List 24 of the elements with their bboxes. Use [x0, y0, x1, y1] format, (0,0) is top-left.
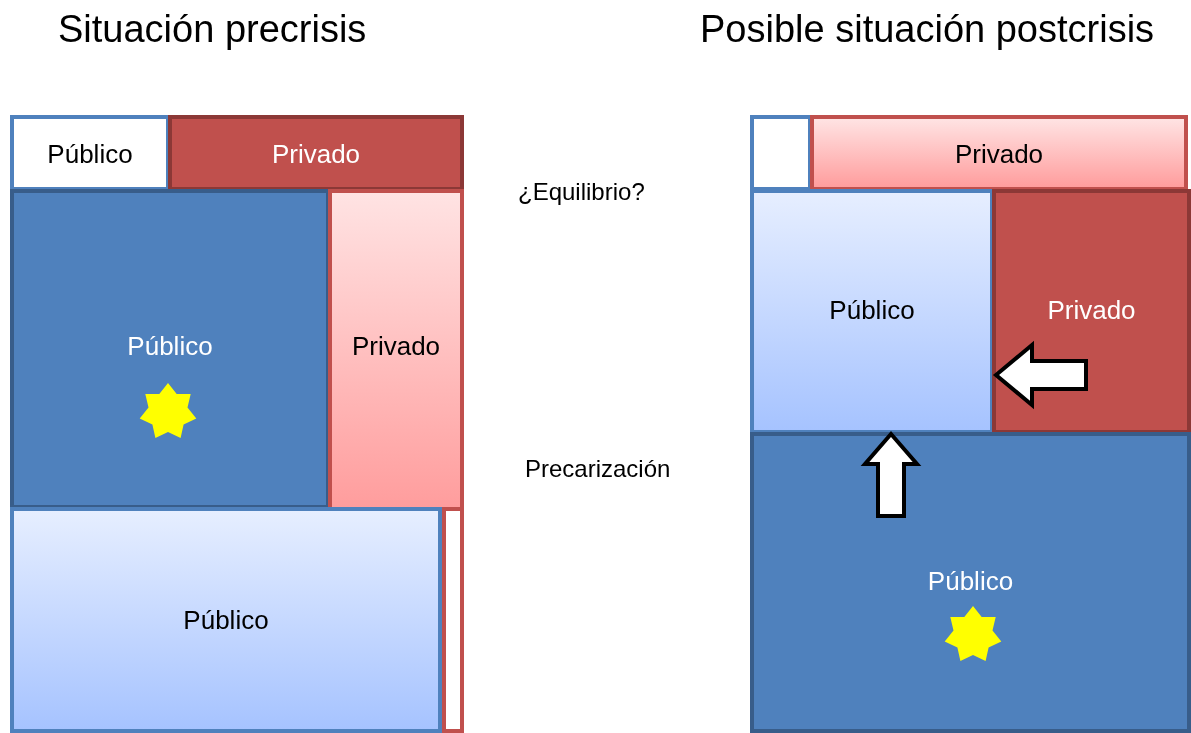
block-arrow [860, 430, 922, 518]
note-text: ¿Equilibrio? [518, 178, 645, 206]
panel-heading: Situación precrisis [58, 8, 367, 51]
region-box [750, 189, 994, 434]
box-label: Público [126, 331, 214, 362]
panel-heading: Posible situación postcrisis [700, 8, 1155, 51]
region-box [10, 189, 330, 509]
block-arrow [992, 340, 1088, 410]
box-label: Privado [1046, 295, 1137, 326]
region-box [992, 189, 1191, 434]
box-label: Privado [270, 139, 362, 170]
box-label: Público [46, 139, 134, 170]
box-label: Privado [953, 139, 1045, 170]
box-label: Público [926, 566, 1015, 597]
box-label: Público [182, 605, 270, 636]
region-box [810, 115, 1188, 191]
empty-box [750, 115, 812, 191]
box-label: Privado [350, 331, 442, 362]
region-box [168, 115, 464, 191]
region-box [10, 115, 170, 191]
note-text: Precarización [525, 455, 671, 483]
region-box [10, 507, 442, 733]
box-label: Público [828, 295, 916, 326]
region-box [750, 432, 1191, 733]
